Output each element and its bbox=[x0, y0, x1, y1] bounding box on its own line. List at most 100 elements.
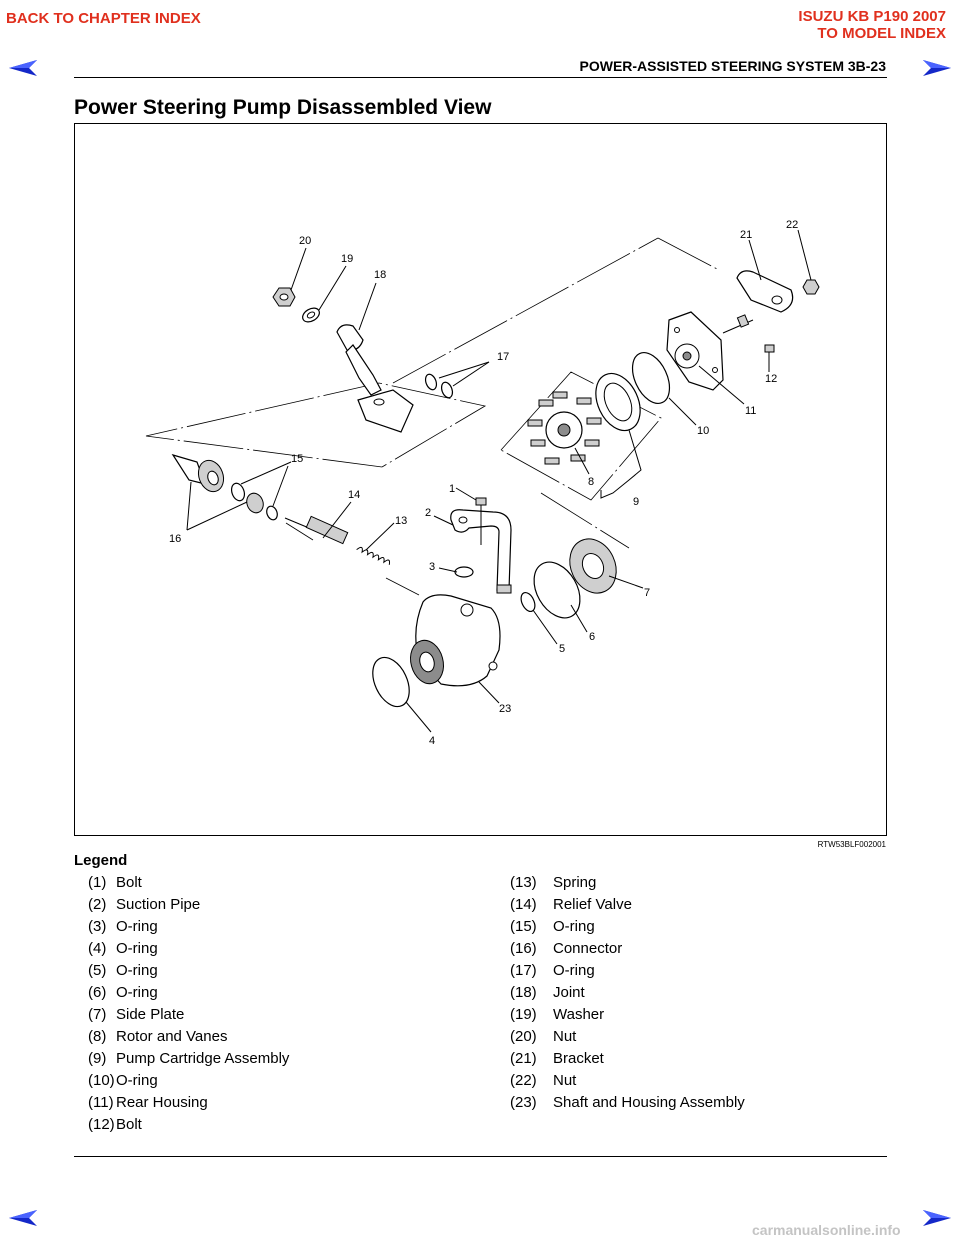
legend-item-number: (17) bbox=[510, 962, 537, 979]
next-page-arrow-icon[interactable] bbox=[922, 58, 952, 78]
model-title-link[interactable]: ISUZU KB P190 2007 bbox=[798, 8, 946, 25]
joint-18 bbox=[336, 324, 414, 433]
callout-8: 8 bbox=[588, 476, 594, 488]
legend-item: (17) O-ring bbox=[510, 960, 745, 982]
callout-19: 19 bbox=[341, 253, 353, 265]
legend-item: (1) Bolt bbox=[88, 872, 289, 894]
back-to-chapter-index-link[interactable]: BACK TO CHAPTER INDEX bbox=[6, 10, 201, 27]
legend-item-name: Bolt bbox=[116, 874, 142, 891]
relief-valve-14 bbox=[284, 515, 349, 545]
legend-left-column: (1)Bolt(2)Suction Pipe(3)O-ring(4)O-ring… bbox=[88, 872, 289, 1136]
suction-pipe-2 bbox=[450, 509, 512, 594]
legend-item-number: (5) bbox=[88, 962, 107, 979]
legend-item: (19)Washer bbox=[510, 1004, 745, 1026]
callout-22: 22 bbox=[786, 219, 798, 231]
legend-item-name: O-ring bbox=[116, 1072, 158, 1089]
legend-item-number: (4) bbox=[88, 940, 107, 957]
legend-item-number: (10) bbox=[88, 1072, 115, 1089]
callout-17: 17 bbox=[497, 351, 509, 363]
exploded-view-figure: 1 2 3 4 5 6 7 8 9 10 11 12 13 14 15 16 1… bbox=[74, 123, 887, 836]
callout-2: 2 bbox=[425, 507, 431, 519]
legend-item-name: Spring bbox=[553, 874, 597, 891]
o-ring-6 bbox=[533, 561, 581, 619]
footer-next-arrow-icon[interactable] bbox=[922, 1208, 952, 1228]
legend-item: (5) O-ring bbox=[88, 960, 289, 982]
bracket-bolt bbox=[722, 314, 754, 334]
rear-housing-11 bbox=[666, 311, 724, 391]
callout-7: 7 bbox=[644, 587, 650, 599]
bolt-1 bbox=[475, 497, 487, 545]
callout-4: 4 bbox=[429, 735, 435, 747]
legend-item-number: (22) bbox=[510, 1072, 537, 1089]
washer-19 bbox=[302, 307, 320, 323]
legend-item: (9)Pump Cartridge Assembly bbox=[88, 1048, 289, 1070]
legend-item-number: (20) bbox=[510, 1028, 537, 1045]
callout-6: 6 bbox=[589, 631, 595, 643]
assembly-guide-lines bbox=[145, 237, 720, 596]
callout-11: 11 bbox=[745, 405, 756, 417]
o-ring-15 bbox=[230, 482, 278, 521]
legend-item-number: (8) bbox=[88, 1028, 107, 1045]
footer-rule bbox=[74, 1156, 887, 1157]
legend-item: (18)Joint bbox=[510, 982, 745, 1004]
nut-20 bbox=[272, 287, 296, 307]
legend-item-name: Shaft and Housing Assembly bbox=[553, 1094, 745, 1111]
legend-item-name: Suction Pipe bbox=[116, 896, 201, 913]
side-plate-7 bbox=[569, 538, 617, 594]
callout-20: 20 bbox=[299, 235, 311, 247]
legend-item-name: O-ring bbox=[553, 918, 595, 935]
o-ring-10 bbox=[631, 352, 671, 404]
rotor-and-vanes-8 bbox=[527, 391, 602, 465]
legend-item: (11)Rear Housing bbox=[88, 1092, 289, 1114]
bracket-21 bbox=[736, 270, 794, 313]
callout-13: 13 bbox=[395, 515, 407, 527]
model-nav: ISUZU KB P190 2007 TO MODEL INDEX bbox=[798, 8, 946, 42]
leader-lines bbox=[186, 229, 812, 733]
legend-item-name: O-ring bbox=[553, 962, 595, 979]
legend-item-number: (15) bbox=[510, 918, 537, 935]
nut-22 bbox=[802, 279, 820, 295]
callout-21: 21 bbox=[740, 229, 752, 241]
o-ring-4 bbox=[372, 656, 410, 708]
legend-item-number: (14) bbox=[510, 896, 537, 913]
legend-item-number: (2) bbox=[88, 896, 107, 913]
to-model-index-link[interactable]: TO MODEL INDEX bbox=[817, 25, 946, 42]
callout-14: 14 bbox=[348, 489, 360, 501]
callout-labels: 1 2 3 4 5 6 7 8 9 10 11 12 13 14 15 16 1… bbox=[169, 219, 798, 747]
cam-ring bbox=[595, 372, 641, 432]
legend-item: (15) O-ring bbox=[510, 916, 745, 938]
legend-item-name: Pump Cartridge Assembly bbox=[116, 1050, 290, 1067]
legend-item-name: O-ring bbox=[116, 984, 158, 1001]
legend-item: (4)O-ring bbox=[88, 938, 289, 960]
callout-18: 18 bbox=[374, 269, 386, 281]
legend-item-name: Rotor and Vanes bbox=[116, 1028, 228, 1045]
watermark: carmanualsonline.info bbox=[752, 1222, 901, 1238]
legend-item-number: (1) bbox=[88, 874, 107, 891]
callout-23: 23 bbox=[499, 703, 511, 715]
callout-3: 3 bbox=[429, 561, 435, 573]
legend-item-number: (19) bbox=[510, 1006, 537, 1023]
o-ring-17 bbox=[424, 373, 454, 399]
legend-item: (10)O-ring bbox=[88, 1070, 289, 1092]
callout-15: 15 bbox=[291, 453, 303, 465]
legend-item: (14)Relief Valve bbox=[510, 894, 745, 916]
legend-item-name: Side Plate bbox=[116, 1006, 185, 1023]
legend-item-name: O-ring bbox=[116, 962, 158, 979]
callout-1: 1 bbox=[449, 483, 455, 495]
legend-item-number: (18) bbox=[510, 984, 537, 1001]
previous-page-arrow-icon[interactable] bbox=[8, 58, 38, 78]
legend-item-name: Connector bbox=[553, 940, 623, 957]
footer-previous-arrow-icon[interactable] bbox=[8, 1208, 38, 1228]
section-header: POWER-ASSISTED STEERING SYSTEM 3B-23 bbox=[579, 58, 887, 74]
spring-13 bbox=[356, 546, 391, 565]
legend-item: (8) Rotor and Vanes bbox=[88, 1026, 289, 1048]
legend-item-number: (3) bbox=[88, 918, 107, 935]
figure-id: RTW53BLF002001 bbox=[817, 840, 886, 849]
legend-item: (23)Shaft and Housing Assembly bbox=[510, 1092, 745, 1114]
legend-item-number: (12) bbox=[88, 1116, 115, 1133]
legend-item: (6)O-ring bbox=[88, 982, 289, 1004]
legend-right-column: (13)Spring(14)Relief Valve(15)O-ring(16)… bbox=[510, 872, 745, 1114]
o-ring-3 bbox=[454, 566, 474, 578]
legend-item-name: Bolt bbox=[116, 1116, 142, 1133]
legend-item-number: (16) bbox=[510, 940, 537, 957]
